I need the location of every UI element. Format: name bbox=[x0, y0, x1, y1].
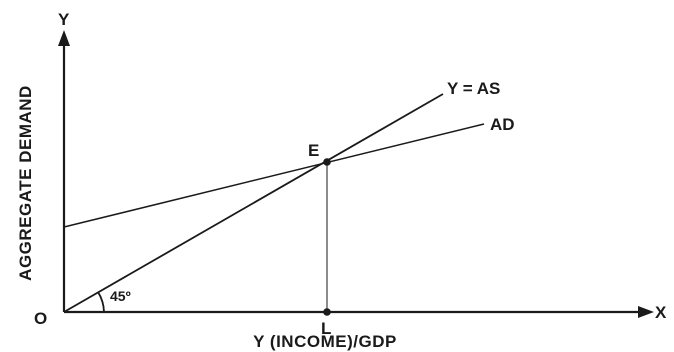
equilibrium-point bbox=[323, 158, 331, 166]
line-45-degree bbox=[63, 93, 444, 313]
equilibrium-label: E bbox=[308, 141, 319, 160]
x-axis-arrowhead bbox=[638, 306, 654, 318]
y-axis-arrowhead bbox=[58, 30, 70, 46]
y-axis-title: AGGREGATE DEMAND bbox=[16, 85, 35, 281]
ad-line bbox=[63, 123, 485, 228]
ad-label: AD bbox=[490, 115, 515, 134]
x-axis-title: Y (INCOME)/GDP bbox=[253, 332, 397, 351]
income-level-point bbox=[323, 308, 331, 316]
y-axis-letter: Y bbox=[58, 10, 70, 29]
income-level-label: L bbox=[321, 319, 331, 338]
angle-label: 45º bbox=[110, 288, 131, 304]
x-axis-letter: X bbox=[655, 303, 667, 322]
origin-label: O bbox=[34, 309, 47, 328]
line-45-label: Y = AS bbox=[447, 79, 500, 98]
angle-arc bbox=[97, 291, 105, 313]
